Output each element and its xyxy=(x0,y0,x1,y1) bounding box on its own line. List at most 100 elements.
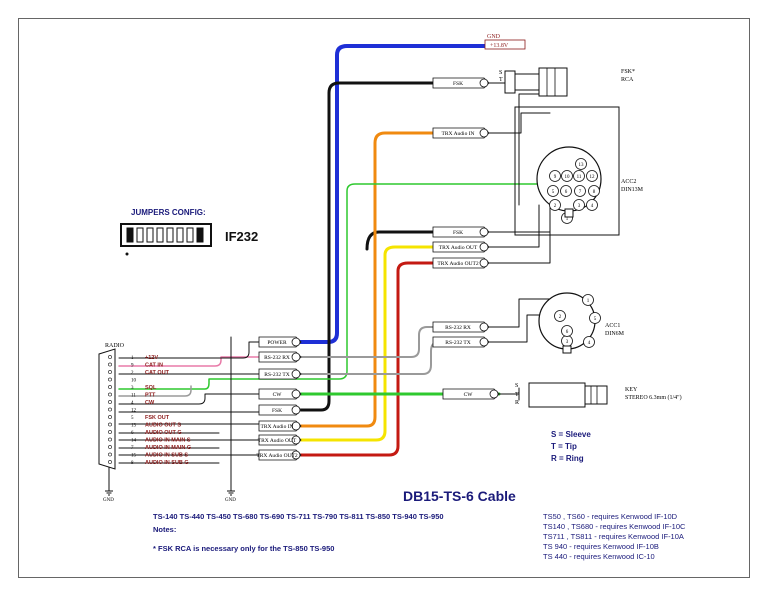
fsk-rca-name2: RCA xyxy=(621,77,634,83)
requirement-3: TS711 , TS811 - requires Kenwood IF-10A xyxy=(543,532,684,541)
acc2-pin: 10 xyxy=(561,170,573,182)
key-name2: STEREO 6.3mm (1/4") xyxy=(625,394,682,401)
radio-audio-in-box: TRX Audio IN xyxy=(258,420,302,432)
acc2-audio-in-box: TRX Audio IN xyxy=(432,127,490,139)
radio-pin-row: 1+12V xyxy=(108,355,158,361)
radio-fsk-box-label: FSK xyxy=(272,408,282,414)
radio-audio-in-box-label: TRX Audio IN xyxy=(261,424,294,430)
jumpers-config: JUMPERS CONFIG: IF232 xyxy=(120,208,258,256)
legend-sleeve: S = Sleeve xyxy=(551,430,591,439)
acc2-pin: 13 xyxy=(575,158,587,170)
wire-rx-gray xyxy=(300,326,434,358)
jumpers-title: JUMPERS CONFIG: xyxy=(131,208,206,217)
key-name1: KEY xyxy=(625,387,638,393)
acc2-pin-label: 2 xyxy=(554,204,557,209)
acc2-pin: 8 xyxy=(588,185,600,197)
requirement-1: TS50 , TS60 - requires Kenwood IF-10D xyxy=(543,512,678,521)
jumper-pin xyxy=(186,227,194,243)
acc1-pin: 2 xyxy=(554,310,566,322)
wire-fsk-acc2-black xyxy=(365,230,435,251)
acc2-fsk-box-label: FSK xyxy=(453,230,463,236)
acc1-pin: 6 xyxy=(561,325,573,337)
jumper-pin xyxy=(136,227,144,243)
acc1-pins: 1 2 3 4 5 6 xyxy=(554,294,601,348)
acc1-tx-box-label: RS-232 TX xyxy=(445,340,470,346)
jumper-pin xyxy=(196,227,204,243)
radio-tx-box: RS-232 TX xyxy=(258,368,302,380)
jumper-pin xyxy=(126,227,134,243)
acc1-pin-label: 6 xyxy=(566,330,569,335)
radio-pin-row: 3 SQL xyxy=(108,385,157,391)
acc2-pin-label: 7 xyxy=(579,190,582,195)
key-cw-box-label: CW xyxy=(464,392,474,398)
jumper-pins xyxy=(126,227,204,243)
acc2-pin: 2 xyxy=(549,199,561,211)
radio-signal-label: CW xyxy=(145,400,155,406)
acc2-pin-label: 1 xyxy=(566,217,569,222)
radio-audio-out2-box-label: TRX Audio OUT2 xyxy=(256,453,298,459)
wire-audio-out-yellow xyxy=(299,245,435,442)
acc1-tx-box: RS-232 TX xyxy=(432,336,490,348)
radio-pin-number: 6 xyxy=(131,431,134,436)
acc1-pin: 5 xyxy=(589,312,601,324)
radio-signal-label: +12V xyxy=(145,355,158,361)
label-boxes: FSK TRX Audio IN FSK TRX Audio OUT TRX Audio… xyxy=(256,77,500,461)
radio-pin-number: 2 xyxy=(131,371,134,376)
acc2-audio-out-box: TRX Audio OUT xyxy=(432,241,490,253)
radio-signal-label: SQL xyxy=(145,385,157,391)
wire-ptt-green xyxy=(118,183,551,390)
acc2-pin-label: 12 xyxy=(590,175,596,180)
legend-tip: T = Tip xyxy=(551,442,577,451)
radio-pin-number: 4 xyxy=(131,401,134,406)
acc1-rx-box: RS-232 RX xyxy=(432,321,490,333)
key-cw-box: CW xyxy=(442,388,500,400)
radio-rx-box-label: RS-232 RX xyxy=(264,355,290,361)
acc2-pin-label: 3 xyxy=(578,204,581,209)
acc2-pin: 5 xyxy=(547,185,559,197)
gnd-bottom-2: GND xyxy=(225,498,236,503)
radio-signal-label: AUDIO IN SUB G xyxy=(145,460,189,466)
notes-title: Notes: xyxy=(153,525,176,534)
radio-pin-number: 3 xyxy=(131,386,134,391)
radio-signal-label: AUDIO OUT S xyxy=(145,423,181,429)
acc2-pin-label: 10 xyxy=(565,175,571,180)
acc1-pin: 3 xyxy=(561,335,573,347)
fsk-rca-connector: S T FSK* RCA xyxy=(499,67,635,97)
acc1-pin: 1 xyxy=(582,294,594,306)
radio-pin-number: 7 xyxy=(131,446,134,451)
acc1-din6-connector: 1 2 3 4 5 6 ACC1 DIN6M xyxy=(538,292,625,354)
radio-pin-number: 14 xyxy=(131,439,137,444)
acc2-pin: 12 xyxy=(586,170,598,182)
fsk-note: * FSK RCA is necessary only for the TS-8… xyxy=(153,544,334,553)
acc2-name2: DIN13M xyxy=(621,187,644,193)
jumper-pin xyxy=(166,227,174,243)
radio-pin-row: 4 CW xyxy=(108,400,155,406)
acc1-name1: ACC1 xyxy=(605,323,620,329)
acc2-pin: 3 xyxy=(573,199,585,211)
acc2-pin-label: 11 xyxy=(577,175,582,180)
radio-pin-number: 15 xyxy=(131,454,137,459)
wire-power-blue xyxy=(298,44,487,344)
acc1-pin-label: 4 xyxy=(588,341,591,346)
radio-pin-number: 10 xyxy=(131,379,137,384)
acc1-name2: DIN6M xyxy=(605,331,625,337)
wire-audio-out2-red xyxy=(299,261,435,457)
diagram-title: DB15-TS-6 Cable xyxy=(403,488,516,504)
wire-gray-radio xyxy=(118,385,192,397)
models-list: TS-140 TS-440 TS-450 TS-680 TS-690 TS-71… xyxy=(153,512,444,521)
key-stereo-connector: S T R KEY STEREO 6.3mm (1/4") xyxy=(515,382,682,408)
requirement-2: TS140 , TS680 - requires Kenwood IF-10C xyxy=(543,522,686,531)
fsk-rca-name1: FSK* xyxy=(621,69,635,75)
acc2-pin-label: 6 xyxy=(565,190,568,195)
acc2-pin-label: 9 xyxy=(554,175,557,180)
acc1-rx-box-label: RS-232 RX xyxy=(445,325,471,331)
